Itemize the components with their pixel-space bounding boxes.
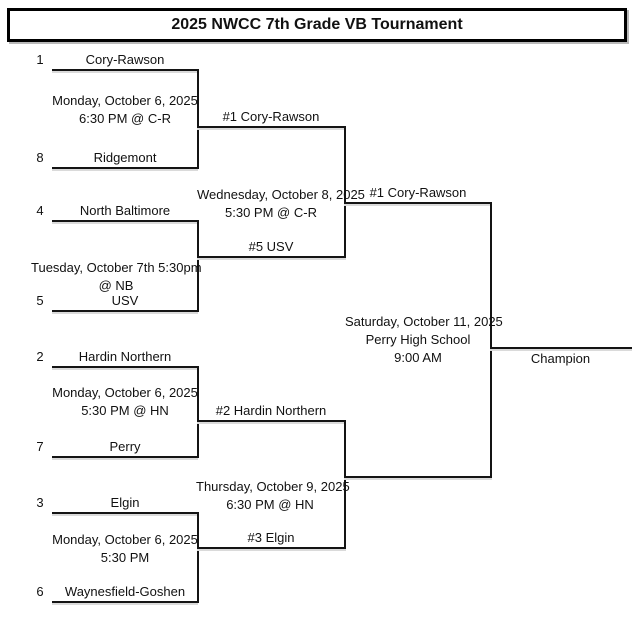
match2-right-line	[197, 220, 199, 312]
match3-right-line	[197, 366, 199, 458]
semifinal1-top-team: #1 Cory-Rawson	[222, 109, 320, 124]
match1-note: Monday, October 6, 2025 6:30 PM @ C-R	[40, 92, 210, 128]
match1-top-line	[52, 69, 198, 71]
final-top-team: #1 Cory-Rawson	[369, 185, 467, 200]
semifinal2-note-time: 6:30 PM @ HN	[226, 497, 314, 512]
match1-bottom-team: Ridgemont	[93, 150, 157, 165]
match1-bottom-line	[52, 167, 198, 169]
match4-note: Monday, October 6, 2025 5:30 PM	[40, 531, 210, 567]
match4-note-date: Monday, October 6, 2025	[52, 532, 198, 547]
semifinal1-right-line	[344, 126, 346, 258]
match2-note-date: Tuesday, October 7th 5:30pm	[31, 260, 202, 275]
final-note-date: Saturday, October 11, 2025	[345, 314, 503, 329]
match4-top-line	[52, 512, 198, 514]
match2-top-seed: 4	[36, 203, 44, 218]
match4-bottom-team: Waynesfield-Goshen	[64, 584, 186, 599]
match3-bottom-seed: 7	[36, 439, 44, 454]
semifinal2-note-date: Thursday, October 9, 2025	[196, 479, 350, 494]
final-note-venue: Perry High School	[365, 332, 471, 347]
match3-note-date: Monday, October 6, 2025	[52, 385, 198, 400]
match4-right-line	[197, 512, 199, 603]
match1-note-date: Monday, October 6, 2025	[52, 93, 198, 108]
final-note-time: 9:00 AM	[394, 350, 442, 365]
match2-top-line	[52, 220, 198, 222]
tournament-title-box: 2025 NWCC 7th Grade VB Tournament	[7, 8, 627, 42]
final-top-line	[344, 202, 492, 204]
match3-top-line	[52, 366, 198, 368]
match2-bottom-team: USV	[111, 293, 139, 308]
semifinal1-note-date: Wednesday, October 8, 2025	[197, 187, 365, 202]
match1-right-line	[197, 69, 199, 169]
match3-bottom-team: Perry	[109, 439, 141, 454]
match2-top-team: North Baltimore	[79, 203, 171, 218]
match1-note-time: 6:30 PM @ C-R	[79, 111, 171, 126]
semifinal1-note-time: 5:30 PM @ C-R	[225, 205, 317, 220]
match4-top-seed: 3	[36, 495, 44, 510]
match4-top-team: Elgin	[110, 495, 140, 510]
final-right-line	[490, 202, 492, 478]
match3-note: Monday, October 6, 2025 5:30 PM @ HN	[40, 384, 210, 420]
semifinal2-bottom-line	[197, 547, 346, 549]
match4-bottom-line	[52, 601, 198, 603]
semifinal2-bottom-team: #3 Elgin	[247, 530, 295, 545]
match2-note: Tuesday, October 7th 5:30pm @ NB	[31, 259, 202, 295]
match4-note-time: 5:30 PM	[100, 550, 150, 565]
match2-bottom-seed: 5	[36, 293, 44, 308]
semifinal1-bottom-line	[197, 256, 346, 258]
match1-top-seed: 1	[36, 52, 44, 67]
semifinal2-top-line	[197, 420, 346, 422]
final-bottom-line	[344, 476, 492, 478]
match3-bottom-line	[52, 456, 198, 458]
semifinal1-note: Wednesday, October 8, 2025 5:30 PM @ C-R	[197, 186, 365, 222]
semifinal1-bottom-team: #5 USV	[248, 239, 294, 254]
match2-bottom-line	[52, 310, 198, 312]
final-note: Saturday, October 11, 2025 Perry High Sc…	[345, 313, 503, 367]
semifinal2-top-team: #2 Hardin Northern	[215, 403, 327, 418]
match2-note-location: @ NB	[98, 278, 134, 293]
semifinal2-right-line	[344, 420, 346, 549]
semifinal1-top-line	[197, 126, 346, 128]
match3-note-time: 5:30 PM @ HN	[81, 403, 169, 418]
match4-bottom-seed: 6	[36, 584, 44, 599]
champion-line	[490, 347, 632, 349]
final-bottom-team	[344, 459, 492, 475]
semifinal2-note: Thursday, October 9, 2025 6:30 PM @ HN	[196, 478, 350, 514]
champion-label: Champion	[530, 351, 591, 366]
match3-top-seed: 2	[36, 349, 44, 364]
match1-top-team: Cory-Rawson	[85, 52, 165, 67]
tournament-title: 2025 NWCC 7th Grade VB Tournament	[171, 16, 463, 33]
match1-bottom-seed: 8	[36, 150, 44, 165]
match3-top-team: Hardin Northern	[78, 349, 172, 364]
